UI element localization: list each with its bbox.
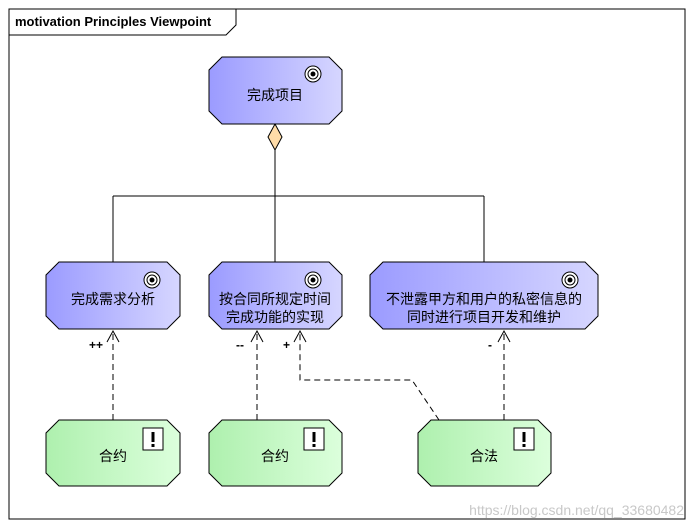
aggregation-connector[interactable]	[112, 122, 485, 262]
influence-connector-left[interactable]	[106, 329, 120, 420]
influence-connector-right[interactable]	[497, 329, 511, 420]
goal-label: 完成项目	[247, 88, 303, 104]
goal-target-icon	[561, 271, 579, 289]
goal-label-line1: 不泄露甲方和用户的私密信息的	[386, 291, 582, 308]
watermark: https://blog.csdn.net/qq_33680482	[469, 502, 684, 518]
goal-protect-privacy[interactable]: 不泄露甲方和用户的私密信息的 同时进行项目开发和维护	[369, 261, 599, 330]
goal-label: 完成需求分析	[71, 292, 155, 308]
goal-label-line2: 完成功能的实现	[226, 310, 324, 326]
influence-label-middle-b: +	[283, 338, 290, 352]
goal-target-icon	[304, 65, 322, 83]
goal-target-icon	[304, 271, 322, 289]
goal-label-line2: 同时进行项目开发和维护	[407, 310, 561, 326]
principle-label: 合约	[261, 449, 289, 465]
goal-target-icon	[143, 271, 161, 289]
influence-label-right: -	[488, 338, 492, 352]
goal-implement-on-schedule[interactable]: 按合同所规定时间 完成功能的实现	[208, 261, 343, 330]
goal-requirements-analysis[interactable]: 完成需求分析	[45, 261, 181, 330]
principle-exclamation-icon	[303, 427, 325, 451]
principle-legal[interactable]: 合法	[417, 419, 552, 487]
aggregation-diamond	[267, 122, 283, 152]
influence-connector-cross[interactable]	[293, 329, 440, 421]
goal-complete-project[interactable]: 完成项目	[208, 56, 343, 125]
influence-label-middle-a: --	[236, 338, 244, 352]
frame-title: motivation Principles Viewpoint	[15, 14, 212, 29]
goal-label-line1: 按合同所规定时间	[219, 292, 331, 308]
principle-exclamation-icon	[513, 427, 535, 451]
influence-connector-middle[interactable]	[250, 329, 264, 420]
principle-label: 合约	[99, 449, 127, 465]
principle-contract-middle[interactable]: 合约	[208, 419, 343, 487]
influence-label-left: ++	[89, 338, 103, 352]
frame-title-tab	[8, 8, 237, 36]
principle-contract-left[interactable]: 合约	[45, 419, 181, 487]
principle-label: 合法	[470, 449, 498, 465]
principle-exclamation-icon	[142, 427, 164, 451]
